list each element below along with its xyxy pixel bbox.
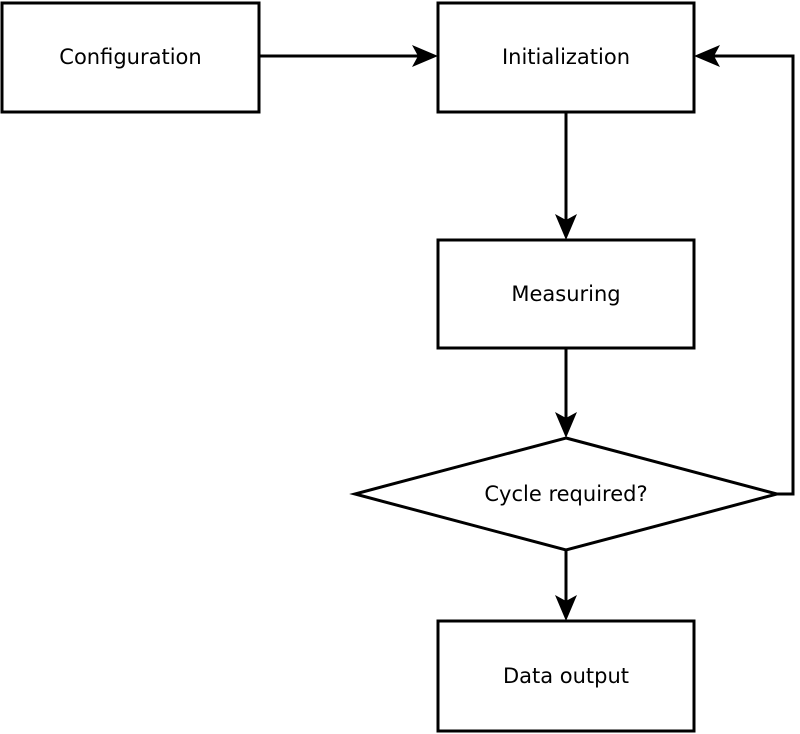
node-cycle-required-label: Cycle required? [484,482,647,506]
arrow-head-icon [555,595,577,621]
node-measuring[interactable]: Measuring [436,238,696,350]
edge-line [706,54,795,496]
node-configuration-label: Configuration [59,45,201,69]
edge-initialization-to-measuring [555,112,577,240]
node-initialization-shape[interactable] [436,1,696,114]
node-initialization-label: Initialization [502,45,630,69]
node-measuring-label: Measuring [511,282,620,306]
node-initialization[interactable]: Initialization [436,1,696,114]
node-configuration[interactable]: Configuration [0,1,261,114]
arrow-head-icon [555,412,577,438]
arrow-head-icon [694,45,720,67]
edge-configuration-to-initialization [259,45,438,67]
node-data-output-shape[interactable] [436,619,696,733]
edge-cycle-required-to-initialization [694,45,795,496]
node-data-output[interactable]: Data output [436,619,696,733]
arrow-head-icon [555,214,577,240]
edge-measuring-to-cycle-required [555,348,577,438]
node-cycle-required-shape[interactable] [349,436,783,552]
arrow-head-icon [412,45,438,67]
edge-cycle-required-to-data-output [555,550,577,621]
node-cycle-required[interactable]: Cycle required? [349,436,783,552]
node-data-output-label: Data output [503,664,629,688]
node-measuring-shape[interactable] [436,238,696,350]
node-configuration-shape[interactable] [0,1,261,114]
